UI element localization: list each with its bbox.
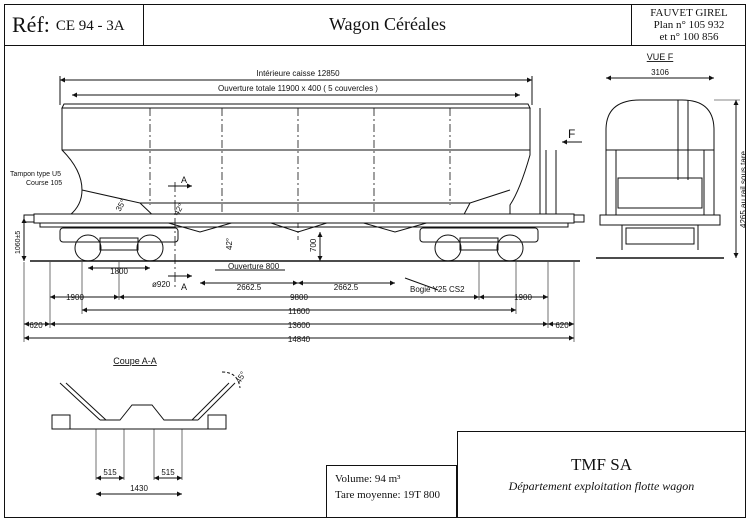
- wagon-end-view: [596, 75, 740, 259]
- bogie-centres-dim: 9800: [290, 293, 308, 302]
- reference-value: CE 94 - 3A: [55, 18, 125, 34]
- section-dim-total: 1430: [130, 484, 148, 493]
- bogie-type-label: Bogie Y25 CS2: [410, 285, 465, 294]
- total-opening-label: Ouverture totale 11900 x 400 ( 5 couverc…: [218, 84, 378, 93]
- section-dim-right: 515: [161, 468, 175, 477]
- volume-spec: Volume: 94 m³: [335, 473, 401, 485]
- end-view-title: VUE F: [647, 52, 674, 62]
- overhang-left-dim: 1900: [66, 293, 84, 302]
- company-title-block: TMF SA Département exploitation flotte w…: [457, 431, 746, 518]
- specifications-box: Volume: 94 m³ Tare moyenne: 19T 800: [326, 465, 457, 518]
- company-department: Département exploitation flotte wagon: [508, 479, 695, 493]
- buffer-height-dim: 1060±5: [15, 231, 22, 254]
- section-mark-top: A: [181, 175, 187, 185]
- maker-name: FAUVET GIREL: [650, 6, 728, 19]
- length-11600-dim: 11600: [288, 307, 310, 316]
- body-length-dim: 13600: [288, 321, 311, 330]
- company-name: TMF SA: [571, 455, 632, 474]
- outlet-spacing-left-dim: 2662.5: [237, 283, 262, 292]
- section-a-a-drawing: [51, 371, 241, 497]
- outlet-spacing-right-dim: 2662.5: [334, 283, 359, 292]
- end-view-width-dim: 3106: [651, 68, 669, 77]
- plan-number-1: Plan n° 105 932: [653, 18, 725, 31]
- hopper-angle-2-label: 42°: [225, 238, 234, 250]
- bogie-wheelbase-dim: 1800: [110, 267, 128, 276]
- buffer-right-dim: 620: [555, 321, 569, 330]
- end-view-height-dim: 4265 au rail sous tare: [739, 151, 748, 228]
- view-f-arrow-label: F: [568, 127, 575, 141]
- wagon-side-view: [21, 76, 585, 342]
- buffer-stroke-label: Course 105: [26, 180, 62, 187]
- reference-cell: Réf: CE 94 - 3A: [4, 4, 144, 46]
- section-mark-bottom: A: [181, 282, 187, 292]
- section-title: Coupe A-A: [113, 356, 157, 366]
- interior-length-label: Intérieure caisse 12850: [256, 69, 340, 78]
- section-dim-left: 515: [103, 468, 117, 477]
- buffer-left-dim: 620: [29, 321, 43, 330]
- plan-number-2: et n° 100 856: [659, 30, 719, 43]
- overhang-right-dim: 1900: [514, 293, 532, 302]
- outlet-opening-dim: Ouverture 800: [228, 262, 280, 271]
- total-length-dim: 14840: [288, 335, 311, 344]
- wheel-diameter-dim: ø920: [152, 280, 171, 289]
- reference-label: Réf:: [12, 11, 50, 37]
- buffer-type-label: Tampon type U5: [10, 171, 61, 178]
- outlet-height-dim: 700: [309, 238, 318, 252]
- section-angle-label: 45°: [234, 370, 248, 385]
- plan-reference-cell: FAUVET GIREL Plan n° 105 932 et n° 100 8…: [632, 4, 746, 46]
- tare-spec: Tare moyenne: 19T 800: [335, 489, 441, 501]
- drawing-title: Wagon Céréales: [144, 4, 632, 46]
